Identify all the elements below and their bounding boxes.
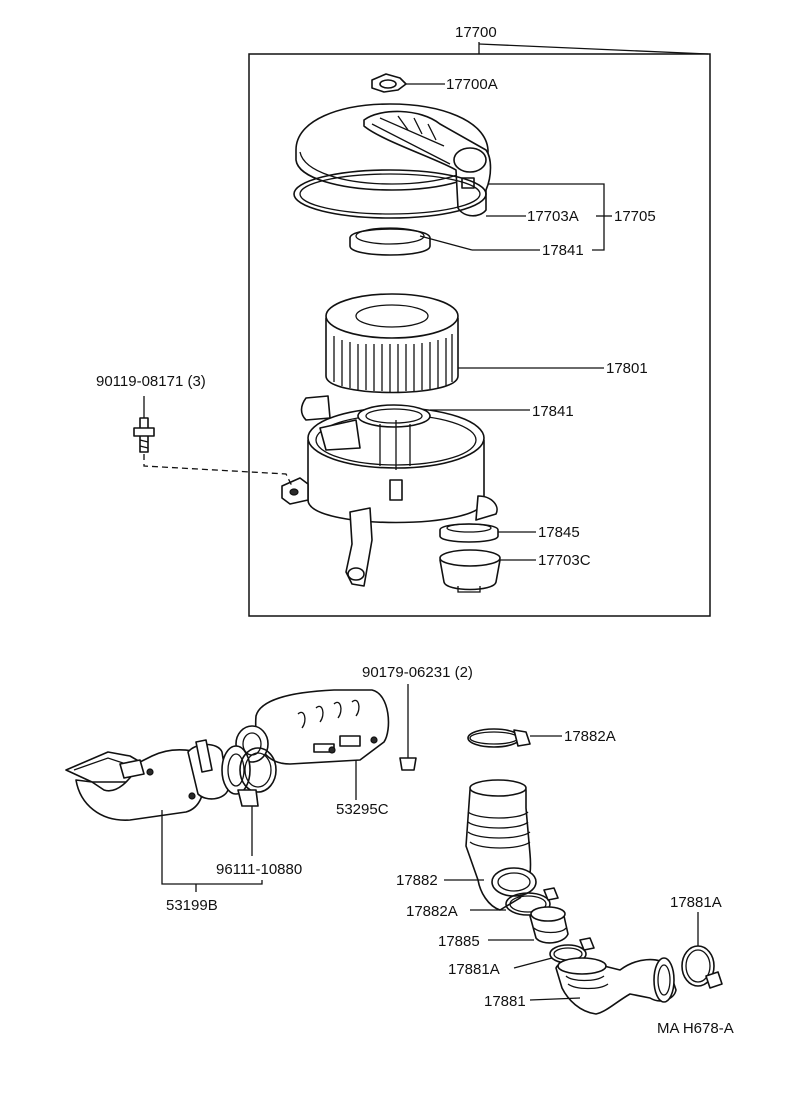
label-17703c: 17703C — [538, 552, 591, 569]
clamp-17881a-right — [681, 945, 723, 989]
label-17882: 17882 — [396, 872, 438, 889]
duct-clamp — [237, 747, 277, 807]
label-17705: 17705 — [614, 208, 656, 225]
label-53295c: 53295C — [336, 801, 389, 818]
label-17841-top: 17841 — [542, 242, 584, 259]
label-17700: 17700 — [455, 24, 497, 41]
label-96111-10880: 96111-10880 — [216, 861, 302, 878]
label-17801: 17801 — [606, 360, 648, 377]
filter-element-17801 — [325, 293, 459, 394]
clamp-17882a-upper — [505, 887, 559, 916]
hose-17882 — [465, 779, 537, 911]
label-90119-08171: 90119-08171 (3) — [96, 373, 206, 390]
hose-17881 — [555, 957, 677, 1015]
label-90179-06231: 90179-06231 (2) — [362, 664, 473, 681]
bolt-90119 — [133, 417, 155, 453]
label-17881a-lower: 17881A — [448, 961, 500, 978]
intake-duct-53199b — [65, 739, 251, 821]
label-17885: 17885 — [438, 933, 480, 950]
label-17882a-upper: 17882A — [406, 903, 458, 920]
gasket-17841-top — [349, 227, 431, 256]
seal-17845 — [439, 523, 499, 543]
label-53199b: 53199B — [166, 897, 218, 914]
label-17882a-top: 17882A — [564, 728, 616, 745]
clip-screw-90179 — [399, 757, 417, 771]
label-17700a: 17700A — [446, 76, 498, 93]
air-cleaner-cover — [295, 103, 492, 217]
cap-17703c — [439, 549, 501, 593]
label-17881a-right: 17881A — [670, 894, 722, 911]
clamp-17882a-top — [467, 728, 531, 748]
connector-17885 — [529, 906, 569, 944]
label-17841-mid: 17841 — [532, 403, 574, 420]
label-17703a: 17703A — [527, 208, 579, 225]
label-17881: 17881 — [484, 993, 526, 1010]
air-cleaner-case — [281, 395, 498, 587]
diagram-code: MA H678-A — [657, 1020, 734, 1037]
wing-nut-cap — [371, 73, 407, 93]
gasket-17703a — [293, 169, 487, 219]
label-17845: 17845 — [538, 524, 580, 541]
